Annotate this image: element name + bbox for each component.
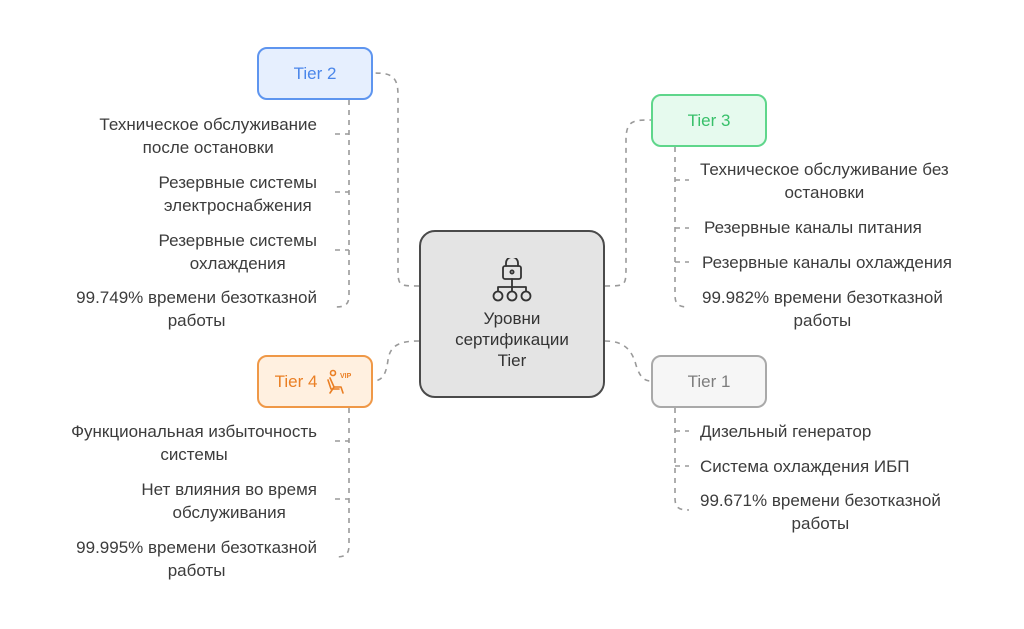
tier4-node: Tier 4 VIP [257, 355, 373, 408]
tier3-item-2: Резервные каналы питания [704, 218, 922, 237]
tier3-item-3: Резервные каналы охлаждения [702, 253, 952, 272]
tier1-node: Tier 1 [651, 355, 767, 408]
tier1-item-2: Система охлаждения ИБП [700, 457, 910, 476]
svg-text:VIP: VIP [340, 373, 352, 380]
tier4-label: Tier 4 [274, 371, 318, 391]
center-title-line-3: Tier [497, 350, 527, 370]
tier3-node: Tier 3 [651, 94, 767, 147]
tier2-label: Tier 2 [293, 63, 337, 83]
center-node: Уровни сертификации Tier [419, 230, 605, 398]
lock-network-icon [492, 257, 532, 301]
tier3-label: Tier 3 [687, 110, 731, 130]
center-title-line-2: сертификации [455, 329, 569, 349]
tier1-item-1: Дизельный генератор [700, 422, 872, 441]
tier2-node: Tier 2 [257, 47, 373, 100]
center-title: Уровни сертификации Tier [455, 308, 569, 371]
tier1-label: Tier 1 [687, 371, 731, 391]
vip-seat-icon: VIP [327, 369, 352, 394]
center-title-line-1: Уровни [483, 308, 541, 328]
